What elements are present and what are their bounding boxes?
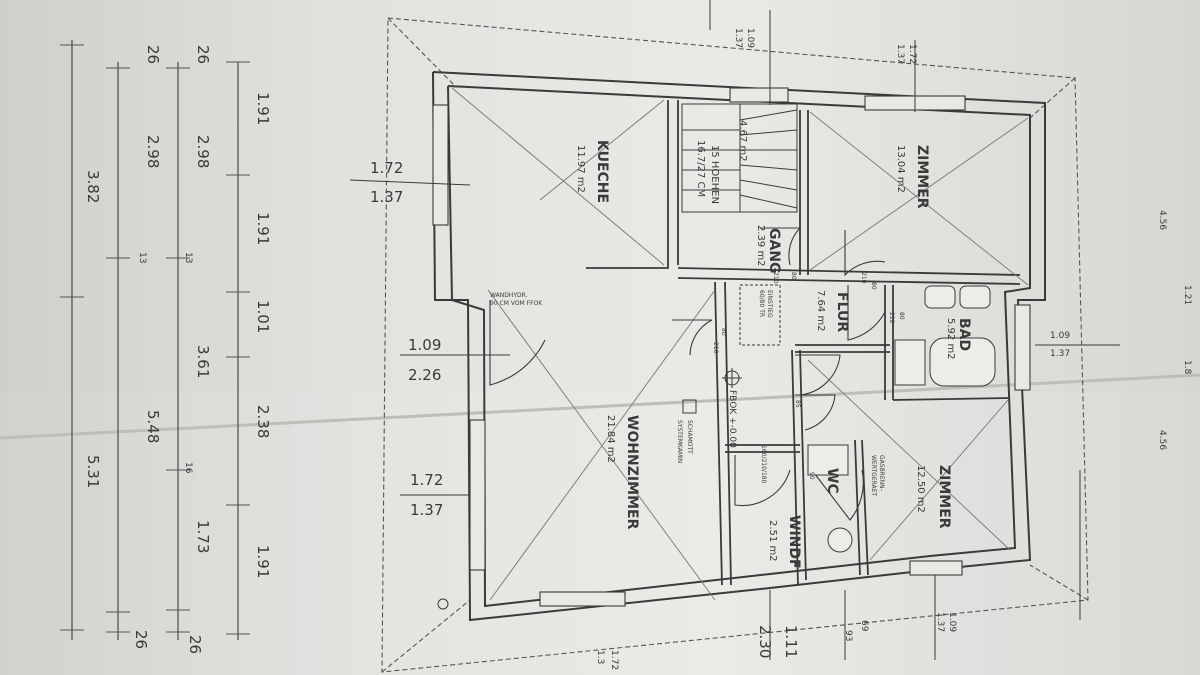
room-stairs-detail: 16.7/27 CM	[695, 140, 706, 197]
label-door-90: 90	[808, 472, 815, 480]
label-einstieg: EINSTIEG	[766, 290, 773, 318]
dim-chain1-b: 5.31	[84, 455, 102, 488]
roof-outline	[381, 17, 1089, 673]
dim-chain3-f: 1.73	[194, 520, 212, 553]
opening-top2-h: 1.37	[895, 44, 905, 64]
staircase	[681, 103, 798, 213]
dimension-lines	[60, 40, 250, 640]
dim-chain4-e: 1.91	[254, 545, 272, 578]
opening-living-w: 1.72	[410, 471, 443, 489]
room-wohnzimmer-area: 21.84 m2	[605, 415, 616, 463]
room-gang-area: 2.39 m2	[755, 225, 766, 267]
label-door-80-b: 80	[720, 328, 727, 336]
room-diagonals	[451, 87, 1029, 601]
chimney-symbol	[682, 399, 697, 414]
room-flur-area: 7.64 m2	[815, 290, 826, 332]
room-bad-area: 5.92 m2	[945, 318, 956, 360]
dim-chain4-a: 1.91	[254, 92, 272, 125]
label-systemkamin: SYSTEMKAMIN	[676, 420, 683, 463]
label-door-80-a: 80	[790, 272, 797, 280]
dim-chain2-d: 5.48	[144, 410, 162, 443]
opening-bottom1-w: 1.11	[782, 625, 800, 658]
dim-chain2-b: 2.98	[144, 135, 162, 168]
room-flur-name: FLUR	[834, 292, 850, 332]
right-edge-b: 4.56	[1157, 430, 1167, 450]
room-zimmer-top-area: 13.04 m2	[895, 145, 906, 193]
room-bad-name: BAD	[956, 318, 972, 351]
opening-bottom-cut-b: 1.3	[595, 650, 605, 664]
door-swings	[489, 227, 886, 521]
room-zimmer-bottom-name: ZIMMER	[936, 465, 952, 529]
level-marker	[722, 368, 742, 388]
label-door-210-d: 210	[888, 312, 895, 324]
label-door-80-d: 80	[898, 312, 905, 320]
dim-chain4-d: 2.38	[254, 405, 272, 438]
label-schamott: SCHAMOTT	[686, 420, 693, 454]
dim-chain3-b: 2.98	[194, 135, 212, 168]
label-fbok: FBOK +-0.00	[727, 390, 737, 448]
label-door-160: 160/210/180	[760, 445, 767, 484]
dim-chain1-a: 3.82	[84, 170, 102, 203]
label-einstieg-size: 60/80 TR	[758, 290, 765, 317]
dim-chain4-c: 1.01	[254, 300, 272, 333]
opening-bottom2-b: 93	[843, 630, 853, 641]
room-stairs-area: 4.67 m2	[737, 120, 748, 162]
dim-chain3-e: 16	[183, 462, 193, 474]
dim-chain2-e: 26	[132, 630, 150, 649]
opening-entry-w: 1.09	[408, 336, 441, 354]
room-zimmer-bottom-area: 12.50 m2	[915, 465, 926, 513]
label-door-210-b: 210	[712, 342, 719, 354]
gas-meter-symbol	[437, 598, 449, 610]
opening-bottom2-a: 69	[859, 620, 869, 632]
opening-bath-w: 1.09	[1050, 331, 1070, 341]
label-wandhydrant: WANDHYDR.	[490, 292, 528, 299]
label-wertgeraet: WERTGERAET	[870, 455, 877, 496]
room-wohnzimmer-name: WOHNZIMMER	[624, 415, 640, 530]
opening-bottom-cut-a: 1.72	[609, 650, 619, 670]
opening-top1-h: 1.37	[733, 28, 743, 48]
room-windf-name: WINDF	[786, 515, 802, 569]
label-wandhydrant-sub: 90 CM VOM FFOK	[490, 300, 543, 307]
room-stairs-name: 15 HOEHEN	[709, 145, 720, 204]
label-door-80-c: 80	[870, 282, 877, 290]
opening-bottom1-h: 2.30	[756, 625, 774, 658]
room-kueche-area: 11.97 m2	[575, 145, 586, 193]
opening-entry-h: 2.26	[408, 366, 441, 384]
dim-chain2-a: 26	[144, 45, 162, 64]
window-leaders	[349, 0, 1120, 660]
label-door-210-c: 210	[860, 272, 867, 284]
room-windf-area: 2.51 m2	[767, 520, 778, 562]
opening-kitchen-w: 1.72	[370, 159, 403, 177]
opening-living-h: 1.37	[410, 501, 443, 519]
bathroom-fixtures	[739, 284, 996, 553]
opening-top1-w: 1.09	[745, 28, 755, 48]
right-edge-c: 1.21	[1182, 285, 1192, 305]
room-wc-name: WC	[824, 468, 840, 494]
label-gasbrenn: GASBRENN-	[878, 455, 885, 491]
dim-chain4-b: 1.91	[254, 212, 272, 245]
right-edge-d: 1.8	[1182, 360, 1192, 375]
dim-chain2-c: 13	[137, 252, 147, 263]
paper-lower-half	[0, 392, 1200, 675]
label-door-85: 85	[794, 400, 801, 408]
opening-kitchen-h: 1.37	[370, 188, 403, 206]
opening-bottom3-h: 1.37	[935, 612, 945, 632]
opening-bath-h: 1.37	[1050, 349, 1070, 359]
opening-bottom3-w: 1.09	[947, 612, 957, 632]
right-edge-a: 4.56	[1157, 210, 1167, 230]
dim-chain3-a: 26	[194, 45, 212, 64]
room-kueche-name: KUECHE	[594, 140, 610, 203]
room-zimmer-top-name: ZIMMER	[914, 145, 930, 209]
dim-chain3-d: 3.61	[194, 345, 212, 378]
room-gang-name: GANG	[766, 228, 782, 274]
paper-fold-crease	[0, 373, 1200, 440]
label-door-210-a: 210	[772, 272, 779, 284]
dim-chain3-c: 13	[183, 252, 193, 263]
opening-top2-w: 1.72	[907, 44, 917, 64]
dim-chain3-g: 26	[186, 635, 204, 654]
